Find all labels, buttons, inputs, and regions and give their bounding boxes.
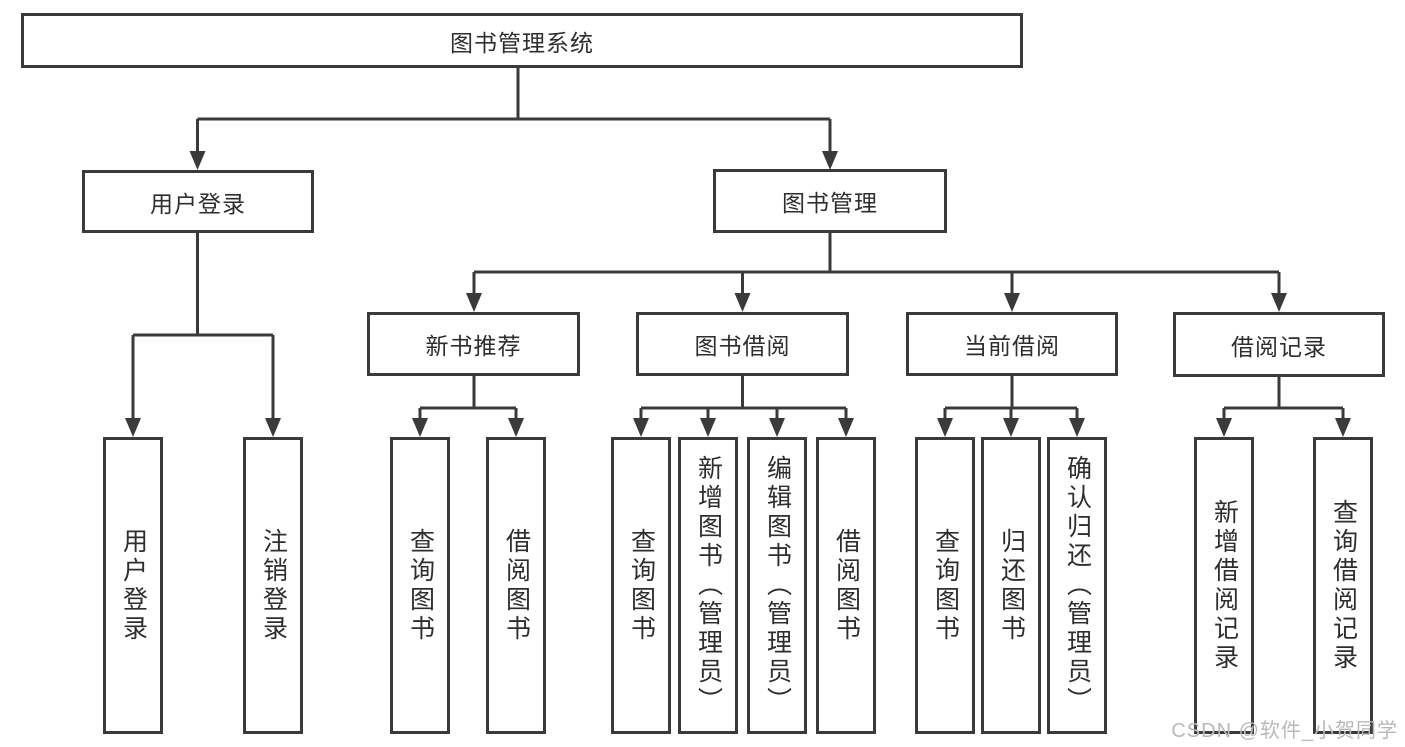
leaf-add-borrow-record: 新增借阅记录: [1194, 437, 1254, 734]
leaf-query-books-borrowing-label: 查询图书: [627, 527, 656, 644]
arrowhead-icon: [1216, 418, 1232, 437]
node-book-borrowing-label: 图书借阅: [694, 333, 791, 359]
leaf-borrow-books-borrowing: 借阅图书: [816, 437, 876, 734]
node-book-borrowing: 图书借阅: [636, 312, 849, 376]
leaf-query-books-current-label: 查询图书: [931, 527, 960, 644]
arrowhead-icon: [1004, 293, 1020, 312]
arrowhead-icon: [189, 151, 206, 170]
arrowhead-icon: [1003, 418, 1019, 437]
node-root: 图书管理系统: [21, 13, 1023, 68]
leaf-query-borrow-record: 查询借阅记录: [1313, 437, 1373, 734]
leaf-confirm-return-admin-label: 确认归还（管理员）: [1063, 455, 1092, 716]
leaf-query-books-current: 查询图书: [915, 437, 975, 734]
node-borrowing-records: 借阅记录: [1173, 312, 1385, 377]
node-user-login-label: 用户登录: [150, 190, 246, 217]
leaf-edit-books-admin: 编辑图书（管理员）: [747, 437, 807, 734]
leaf-add-books-admin-label: 新增图书（管理员）: [694, 455, 723, 716]
leaf-borrow-books-borrowing-label: 借阅图书: [832, 527, 861, 644]
leaf-edit-books-admin-label: 编辑图书（管理员）: [763, 455, 792, 716]
node-borrowing-records-label: 借阅记录: [1231, 333, 1327, 360]
node-user-login: 用户登录: [82, 170, 314, 233]
leaf-return-books-label: 归还图书: [997, 527, 1026, 644]
arrowhead-icon: [1335, 418, 1351, 437]
leaf-user-login: 用户登录: [103, 437, 163, 734]
arrowheads: [125, 151, 1351, 437]
arrowhead-icon: [1271, 293, 1287, 312]
node-current-borrowing-label: 当前借阅: [964, 333, 1060, 359]
leaf-user-login-label: 用户登录: [119, 527, 148, 644]
arrowhead-icon: [937, 418, 953, 437]
leaf-query-books-borrowing: 查询图书: [611, 437, 671, 734]
arrowhead-icon: [822, 151, 838, 170]
node-root-label: 图书管理系统: [450, 29, 594, 56]
arrowhead-icon: [734, 293, 751, 312]
leaf-borrow-books-recommend-label: 借阅图书: [502, 527, 531, 644]
arrowhead-icon: [466, 293, 482, 312]
leaf-query-borrow-record-label: 查询借阅记录: [1329, 498, 1358, 673]
node-new-book-recommendation: 新书推荐: [367, 312, 580, 376]
leaf-add-books-admin: 新增图书（管理员）: [678, 437, 738, 734]
node-book-management-label: 图书管理: [782, 190, 878, 216]
leaf-query-books-recommend: 查询图书: [390, 437, 450, 734]
arrowhead-icon: [700, 418, 716, 437]
node-current-borrowing: 当前借阅: [906, 312, 1118, 376]
arrowhead-icon: [838, 418, 854, 437]
arrowhead-icon: [508, 418, 524, 437]
leaf-logout-label: 注销登录: [259, 527, 288, 644]
node-new-book-recommendation-label: 新书推荐: [425, 333, 522, 359]
arrowhead-icon: [412, 418, 428, 437]
leaf-logout: 注销登录: [243, 437, 303, 734]
arrowhead-icon: [1069, 418, 1085, 437]
node-book-management: 图书管理: [713, 169, 947, 233]
leaf-add-borrow-record-label: 新增借阅记录: [1210, 498, 1239, 673]
arrowhead-icon: [125, 418, 141, 437]
arrowhead-icon: [265, 418, 281, 437]
arrowhead-icon: [633, 418, 649, 437]
leaf-borrow-books-recommend: 借阅图书: [486, 437, 546, 734]
arrowhead-icon: [769, 418, 785, 437]
csdn-watermark: CSDN @软件_小贺同学: [1171, 720, 1398, 742]
leaf-confirm-return-admin: 确认归还（管理员）: [1047, 437, 1107, 734]
leaf-query-books-recommend-label: 查询图书: [406, 527, 435, 644]
leaf-return-books: 归还图书: [981, 437, 1041, 734]
